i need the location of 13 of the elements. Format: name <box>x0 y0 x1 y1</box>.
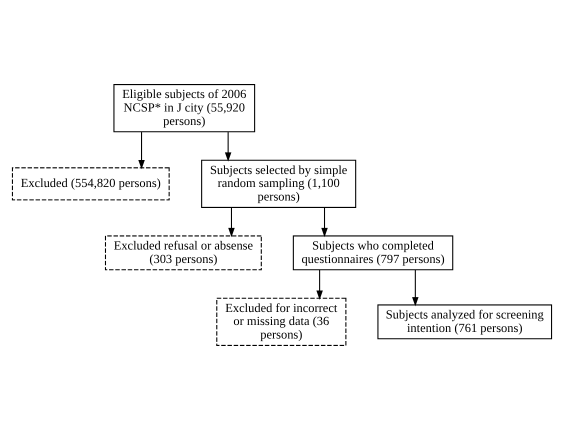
arrow <box>138 132 145 169</box>
arrow <box>321 207 328 237</box>
arrow <box>412 269 419 306</box>
arrow <box>224 132 232 162</box>
node-box: Excluded (554,820 persons) <box>12 166 170 200</box>
arrow <box>228 207 235 237</box>
node-box: Subjects analyzed for screening intention (761 persons) <box>377 304 552 339</box>
node-box: Subjects who completed questionnaires (797 persons) <box>292 234 454 270</box>
node-box: Eligible subjects of 2006 NCSP* in J city (55,920 persons) <box>113 84 256 132</box>
node-box: Excluded for incorrect or missing data (36 persons) <box>216 297 346 346</box>
node-box: Excluded refusal or absense (303 persons) <box>104 234 262 270</box>
node-box: Subjects selected by simple random sampling (1,100 persons) <box>201 159 356 208</box>
arrow <box>316 269 323 300</box>
